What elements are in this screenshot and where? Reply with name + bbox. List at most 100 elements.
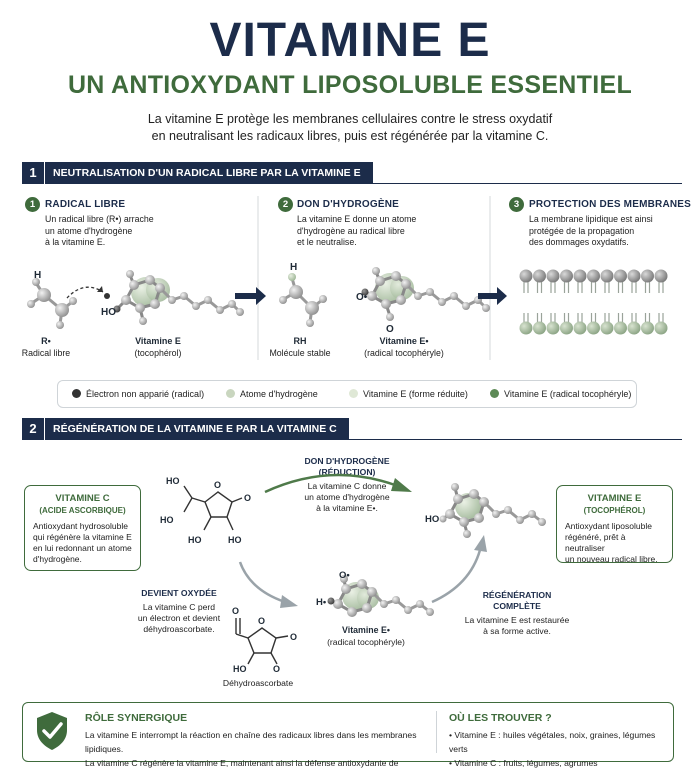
atom-label: H — [34, 270, 41, 281]
legend-label: Atome d'hydrogène — [240, 389, 318, 399]
cycle-text-line: à la vitamine E•. — [316, 503, 378, 513]
vitamin-e-radical-molecule: H• O• — [316, 570, 434, 617]
reaction-arrow — [235, 287, 266, 305]
legend-swatch — [226, 389, 235, 398]
page-title: VITAMINE E — [209, 14, 491, 67]
lipid-head — [641, 321, 654, 335]
box-subtitle: (TOCOPHÉROL) — [583, 505, 646, 515]
vitamin-e-radical-molecule: O• O — [356, 267, 490, 335]
box-text-line: qui régénère la vitamine E — [33, 532, 132, 542]
section-number: 2 — [22, 418, 44, 440]
atom-label: O — [258, 616, 265, 626]
step-text-line: des dommages oxydatifs. — [529, 237, 629, 247]
role-title: RÔLE SYNERGIQUE — [85, 712, 188, 724]
ascorbic-acid-structure — [183, 485, 243, 531]
lipid-membrane-illustration — [519, 269, 668, 335]
step-text-line: d'hydrogène au radical libre — [297, 225, 405, 236]
section-1-diagram: H HO H — [22, 196, 668, 360]
hydrogen-transfer-arrow — [66, 286, 104, 299]
lipid-head — [560, 269, 573, 283]
page-subtitle: UN ANTIOXYDANT LIPOSOLUBLE ESSENTIEL — [67, 71, 633, 99]
legend-item: Électron non apparié (radical) — [72, 381, 204, 407]
caption-name: Vitamine E• — [342, 625, 390, 635]
box-text-line: un nouveau radical libre. — [565, 554, 658, 564]
caption-text: (tocophérol) — [135, 348, 182, 358]
box-text-line: d'hydrogène. — [33, 554, 82, 564]
lipid-head — [587, 269, 600, 283]
atom-label: HO — [160, 515, 174, 525]
legend-item: Vitamine E (forme réduite) — [349, 381, 468, 407]
cycle-text-line: un électron et devient — [137, 613, 221, 623]
step-text-line: La vitamine E donne un atome — [297, 214, 417, 224]
atom-label: HO — [233, 664, 247, 674]
cycle-text-line: déhydroascorbate. — [143, 624, 215, 634]
legend-label: Vitamine E (radical tocophéryle) — [504, 389, 632, 399]
unpaired-electron-dot — [104, 293, 110, 299]
devient-oxydee-text: DEVIENT OXYDÉE La vitamine C perd un éle… — [124, 588, 234, 635]
intro-line: en neutralisant les radicaux libres, pui… — [151, 129, 549, 143]
lipid-head — [600, 269, 614, 283]
lipid-head — [573, 321, 587, 335]
cycle-text-line: La vitamine E est restaurée — [464, 615, 570, 625]
intro-line: La vitamine E protège les membranes cell… — [147, 112, 553, 126]
caption-symbol: RH — [294, 336, 307, 346]
where-text: • Vitamine E : huiles végétales, noix, g… — [449, 728, 671, 768]
atom-label: HO — [188, 535, 202, 545]
reaction-arrow — [478, 287, 507, 305]
don-hydrogene-text: DON D'HYDROGÈNE (RÉDUCTION) La vitamine … — [292, 456, 402, 514]
section-2-diagram: O O HO HO HO HO O O O HO O Déhydroascorb… — [160, 473, 546, 688]
regeneration-text: RÉGÉNÉRATION COMPLÈTE La vitamine E est … — [462, 590, 572, 637]
atom-label: HO — [166, 476, 180, 486]
legend-item: Vitamine E (radical tocophéryle) — [490, 381, 631, 407]
box-text-line: en lui redonnant un atome — [33, 543, 132, 553]
step-text: Un radical libre (R•) arrache un atome d… — [45, 214, 154, 249]
section-label: NEUTRALISATION D'UN RADICAL LIBRE PAR LA… — [44, 162, 373, 184]
step-text-line: et le neutralise. — [297, 237, 357, 247]
lipid-head — [546, 321, 560, 335]
arrowhead — [97, 286, 103, 292]
where-title: OÙ LES TROUVER ? — [449, 712, 552, 724]
cycle-title: (RÉDUCTION) — [318, 467, 376, 477]
caption-name: Vitamine E — [135, 336, 181, 346]
lipid-head — [600, 321, 614, 335]
section-1-header: 1 NEUTRALISATION D'UN RADICAL LIBRE PAR … — [22, 162, 682, 184]
step-text: La membrane lipidique est ainsi protégée… — [529, 214, 653, 249]
vitamin-c-box: VITAMINE C (ACIDE ASCORBIQUE) Antioxydan… — [24, 485, 141, 571]
cycle-title: DEVIENT OXYDÉE — [141, 588, 217, 598]
step-text-line: Un radical libre (R•) arrache — [45, 214, 154, 224]
atom-label: O — [244, 493, 251, 503]
cycle-title: RÉGÉNÉRATION — [482, 590, 552, 600]
vitamin-e-box: VITAMINE E (TOCOPHÉROL) Antioxydant lipo… — [556, 485, 673, 564]
lipid-head — [573, 269, 587, 283]
atom-label: O• — [339, 570, 350, 581]
free-radical-molecule: H — [27, 270, 77, 329]
box-title: VITAMINE C — [55, 493, 110, 504]
step-text-line: protégée de la propagation — [529, 225, 635, 236]
atom-label: H• — [316, 597, 327, 608]
arrowhead — [474, 535, 487, 552]
lipid-head — [519, 321, 533, 335]
shield-check-icon — [37, 712, 67, 750]
role-text-line: La vitamine C régénère la vitamine E, ma… — [85, 758, 399, 768]
lipid-head — [654, 269, 668, 283]
summary-box: RÔLE SYNERGIQUE La vitamine E interrompt… — [22, 702, 674, 768]
caption-text: (radical tocophéryle) — [327, 637, 405, 647]
atom-label: HO — [228, 535, 242, 545]
cycle-arrow-don — [264, 473, 396, 494]
cycle-text-line: La vitamine C donne — [307, 481, 387, 491]
section-2-header: 2 RÉGÉNÉRATION DE LA VITAMINE E PAR LA V… — [22, 418, 682, 440]
regenerated-vitamin-e-molecule: HO — [425, 483, 546, 538]
vitamin-e-molecule: HO — [101, 270, 244, 325]
atom-label: O — [214, 480, 221, 490]
atom-label: HO — [425, 514, 439, 525]
box-title: VITAMINE E — [587, 493, 642, 504]
atom-label: O — [273, 664, 280, 674]
cycle-text-line: à sa forme active. — [483, 626, 551, 636]
role-text-line: La vitamine E interrompt la réaction en … — [85, 730, 417, 754]
step-title: PROTECTION DES MEMBRANES — [529, 199, 692, 210]
lipid-head — [614, 321, 627, 335]
lipid-head — [587, 321, 600, 335]
legend-label: Vitamine E (forme réduite) — [363, 389, 468, 399]
lipid-head — [641, 269, 654, 283]
legend: Électron non apparié (radical) Atome d'h… — [57, 380, 637, 408]
